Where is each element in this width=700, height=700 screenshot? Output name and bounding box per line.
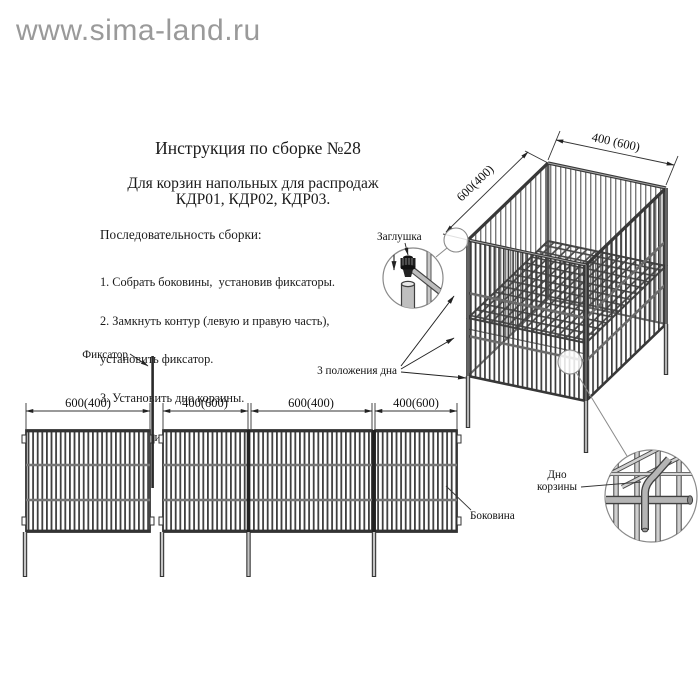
bottom-positions-annotation: 3 положения дна	[317, 295, 467, 380]
side-panel-3	[248, 429, 373, 533]
side-panel-4	[374, 429, 462, 533]
label-basket-bottom-2: корзины	[537, 481, 578, 493]
basket-face-front-left	[468, 240, 586, 401]
label-cap: Заглушка	[377, 231, 422, 243]
panel-dim-4: 400(600)	[393, 396, 439, 410]
panel-dim-1: 600(400)	[65, 396, 111, 410]
label-bottom-positions: 3 положения дна	[317, 365, 397, 377]
side-panel-1	[21, 429, 155, 533]
junction-rod-2	[372, 430, 376, 532]
panel-dimension-lines	[25, 403, 458, 429]
page-title: Инструкция по сборке №28	[155, 138, 361, 158]
side-panels: Фиксатор 600(400) 400(600) 600(400) 400(…	[21, 349, 515, 577]
subtitle-line-1: Для корзин напольных для распродаж	[127, 175, 379, 192]
basket-bottom-rim	[467, 323, 667, 403]
side-panel-2	[158, 429, 249, 533]
panel-dim-3: 600(400)	[288, 396, 334, 410]
basket-bottom-detail: Дно корзины	[537, 349, 698, 543]
basket-dim-left-label: 600(400)	[454, 162, 497, 204]
label-fixator: Фиксатор	[82, 349, 128, 361]
label-side-panel: Боковина	[470, 510, 515, 522]
basket-drawing: 400 (600) 600(400)	[442, 130, 679, 453]
assembly-step: 2. Замкнуть контур (левую и правую часть…	[100, 313, 330, 328]
basket-legs	[465, 324, 669, 453]
fixator-rod	[151, 356, 154, 488]
cap-source-circle	[443, 227, 469, 253]
assembly-heading: Последовательность сборки:	[100, 227, 262, 242]
cap-detail: Заглушка	[377, 227, 469, 309]
junction-rod-1	[246, 430, 251, 532]
assembly-step: 3. Установить дно корзины.	[100, 390, 245, 405]
cap-glyph	[400, 255, 416, 277]
subtitle-line-2: КДР01, КДР02, КДР03.	[175, 191, 331, 208]
watermark-text: www.sima-land.ru	[16, 14, 261, 47]
assembly-step: 1. Собрать боковины, установив фиксаторы…	[100, 274, 335, 289]
basket-face-front-right	[586, 188, 666, 401]
label-basket-bottom-1: Дно	[547, 469, 567, 481]
panel-legs	[22, 532, 377, 577]
basket-posts	[466, 188, 668, 401]
panel-dim-2: 400(600)	[182, 396, 228, 410]
basket-dim-right-label: 400 (600)	[590, 130, 641, 154]
bottom-source-circle	[557, 349, 583, 375]
